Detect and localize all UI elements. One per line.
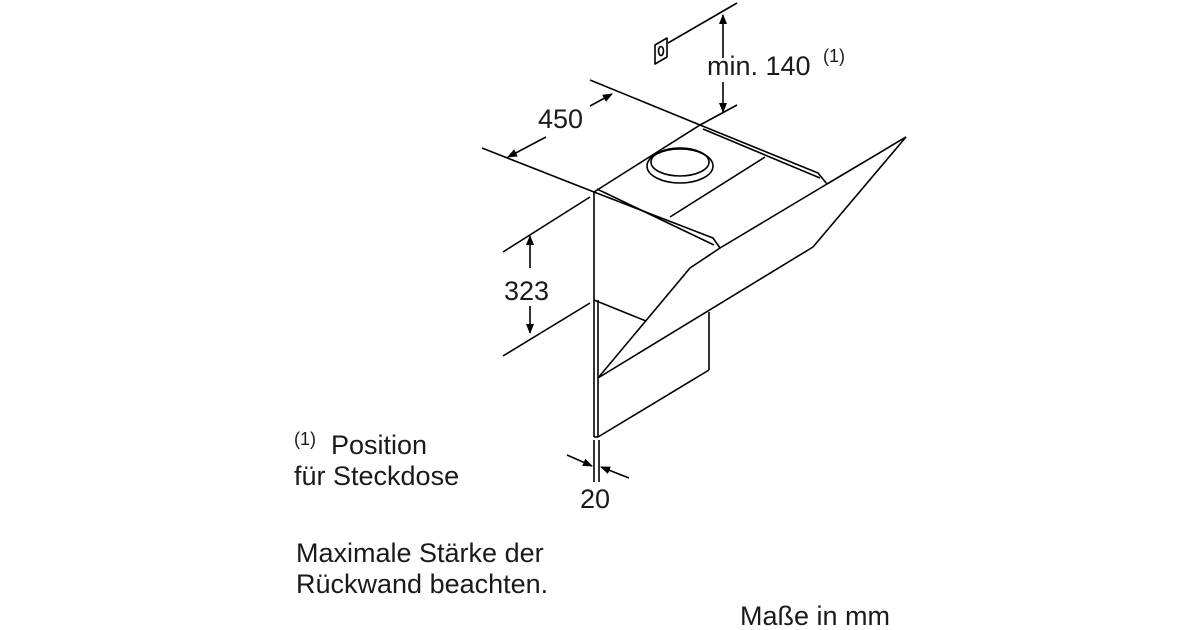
exhaust-ring	[646, 148, 714, 184]
dimension-label-20: 20	[580, 484, 610, 514]
footnote-line1: Position	[331, 430, 427, 460]
footnote-marker: (1)	[294, 429, 316, 449]
note-line2: Rückwand beachten.	[296, 569, 548, 599]
dimension-323	[502, 196, 591, 357]
socket-icon	[654, 2, 738, 65]
dimension-label-323: 323	[504, 276, 549, 306]
dimension-450	[481, 79, 701, 193]
dimension-20	[566, 440, 630, 482]
dimension-label-140-note: (1)	[823, 46, 845, 66]
dimension-label-450: 450	[538, 104, 583, 134]
note-line1: Maximale Stärke der	[296, 538, 544, 568]
dimension-140	[699, 14, 738, 126]
hood-outline	[593, 124, 907, 438]
footnote-line2: für Steckdose	[294, 461, 459, 491]
units-label: Maße in mm	[740, 601, 890, 630]
dimension-label-140: min. 140	[707, 51, 811, 81]
